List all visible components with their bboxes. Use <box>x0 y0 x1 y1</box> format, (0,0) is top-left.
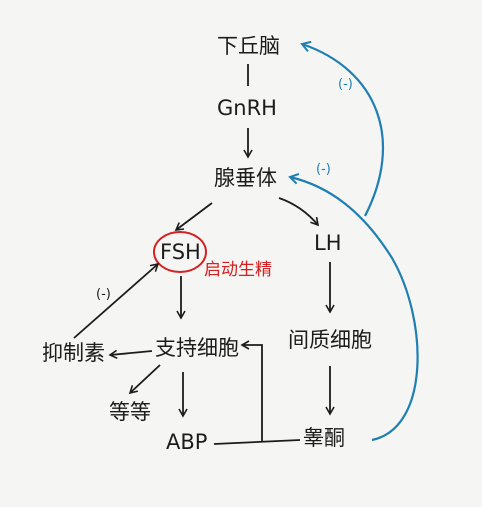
leydig-node: 间质细胞 <box>288 328 372 352</box>
pituitary-node: 腺垂体 <box>214 166 277 190</box>
pituitary-to-lh-arrow <box>278 197 320 227</box>
fsh-highlight-circle <box>153 231 207 273</box>
testosterone-to-sertoli-arrow <box>240 340 263 442</box>
testosterone-node: 睾酮 <box>303 426 345 450</box>
etc-node: 等等 <box>109 400 151 424</box>
gnrh-node: GnRH <box>217 96 277 120</box>
inhibin-node: 抑制素 <box>42 341 105 365</box>
testosterone-to-hypothalamus-feedback <box>300 40 385 217</box>
lh-node: LH <box>314 231 342 255</box>
abp-node: ABP <box>166 430 208 454</box>
fsh-note: 启动生精 <box>204 260 272 280</box>
pituitary-to-fsh-arrow <box>174 202 213 231</box>
hypothalamus-negative-label: (-) <box>338 77 353 92</box>
testosterone-to-pituitary-feedback <box>288 173 419 442</box>
sertoli-to-etc-arrow <box>128 364 161 395</box>
sertoli-to-inhibin-arrow <box>108 349 153 360</box>
inhibin-to-fsh-arrow <box>73 262 160 339</box>
fsh-node: FSH <box>160 240 201 264</box>
sertoli-node: 支持细胞 <box>155 336 239 360</box>
hypothalamus-node: 下丘脑 <box>217 34 280 58</box>
pituitary-negative-label: (-) <box>316 162 331 177</box>
abp-testosterone-line <box>213 439 301 445</box>
inhibin-negative-label: (-) <box>96 287 111 302</box>
